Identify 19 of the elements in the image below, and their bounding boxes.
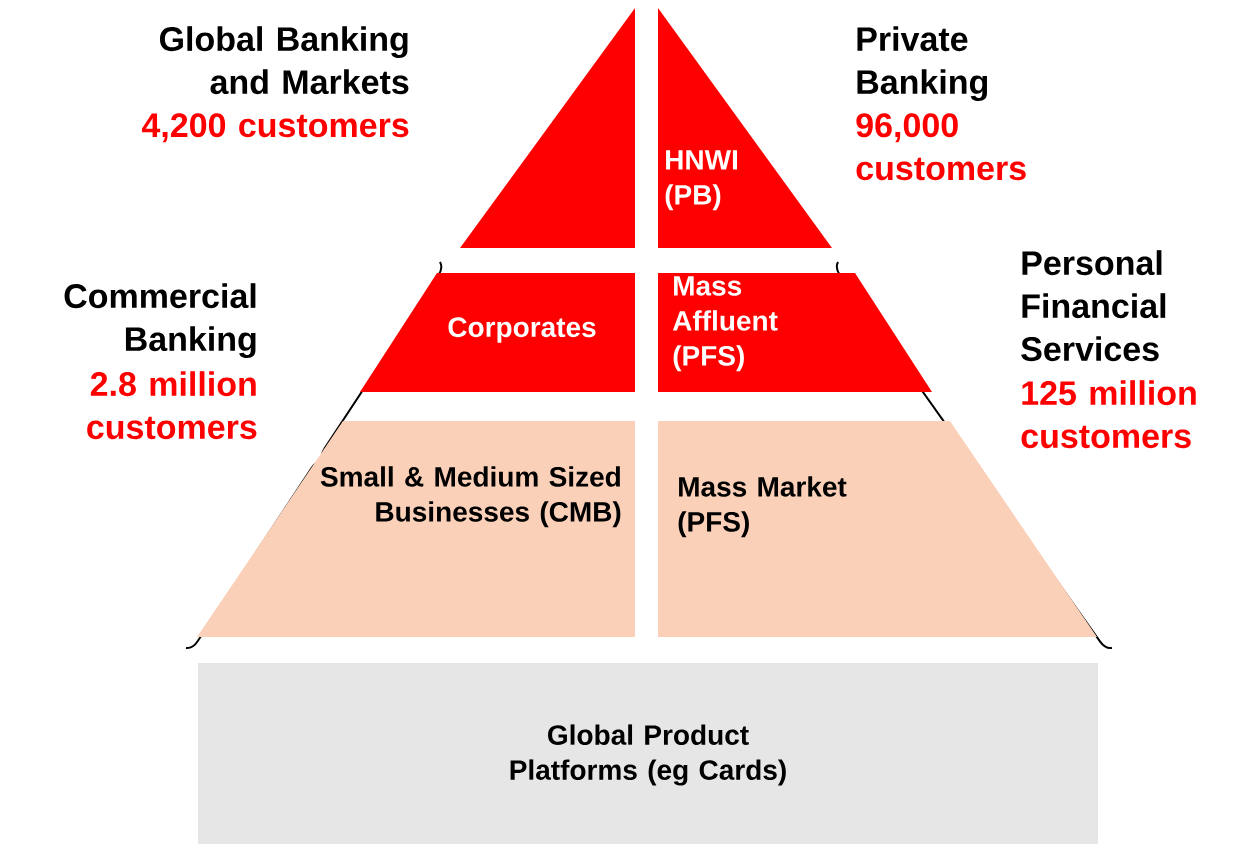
- segment-heading: Commercial Banking: [64, 283, 256, 359]
- pyramid-segment: [360, 273, 635, 392]
- customer-count: 4,200 customers: [141, 113, 409, 143]
- segment-label: Mass Affluent (PFS): [672, 276, 778, 372]
- segment-label: HNWI (PB): [665, 150, 737, 211]
- segment-label: Mass Market (PFS): [678, 476, 847, 538]
- segment-heading: Private Banking: [857, 26, 988, 102]
- customer-count: 2.8 million customers: [87, 371, 257, 440]
- segment-label: Small & Medium Sized Businesses (CMB): [320, 466, 621, 528]
- platform-band: [198, 663, 1098, 844]
- segment-heading: Global Banking and Markets: [159, 26, 409, 95]
- customer-count: 96,000 customers: [856, 113, 1026, 181]
- platform-label: Global Product Platforms (eg Cards): [510, 724, 786, 786]
- customer-count: 125 million customers: [1021, 380, 1196, 449]
- pyramid-segment: [658, 273, 932, 392]
- pyramid-segment: [141, 8, 635, 248]
- segment-label: Corporates: [448, 317, 596, 343]
- segment-heading: Personal Financial Services: [1021, 250, 1166, 362]
- pyramid-segment: [658, 8, 1026, 248]
